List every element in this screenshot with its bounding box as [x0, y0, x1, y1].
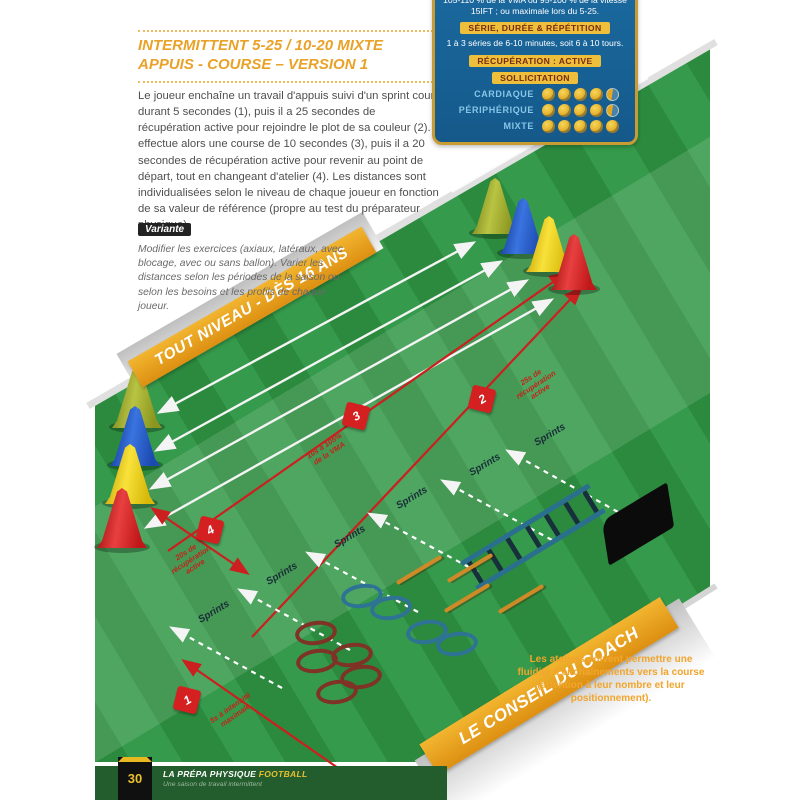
- ball-icon: [542, 103, 555, 117]
- variante-text: Modifier les exercices (axiaux, latéraux…: [138, 244, 343, 312]
- exercise-title-line1: INTERMITTENT 5-25 / 10-20 MIXTE: [138, 37, 384, 54]
- row-label: CARDIAQUE: [474, 89, 534, 100]
- ball-icon: [590, 87, 603, 101]
- intensity-line: 15IFT ; ou maximale lors du 5-25.: [470, 6, 600, 17]
- step-1-number: 1: [180, 692, 194, 708]
- sprint-arrow: [305, 551, 419, 613]
- sollicitation-row-peripherique: PÉRIPHÉRIQUE: [441, 103, 619, 117]
- sprint-arrow: [367, 512, 479, 573]
- ladder-rung: [562, 501, 580, 526]
- row-label: MIXTE: [503, 121, 534, 132]
- route-4-arrow: [150, 507, 250, 575]
- book-title: LA PRÉPA PHYSIQUE FOOTBALL: [163, 769, 307, 779]
- rating-balls: [542, 87, 619, 101]
- ball-icon: [606, 119, 619, 133]
- intensity-clipped-line: 105-110 % de la VMA ou 95-100 % de la vi…: [443, 0, 627, 5]
- step-3-number: 3: [349, 408, 363, 424]
- ball-icon: [574, 103, 587, 117]
- ball-icon: [590, 119, 603, 133]
- route-1-arrow: [181, 659, 339, 769]
- ball-icon: [542, 119, 555, 133]
- step-2-number: 2: [475, 391, 489, 407]
- cone-red-left: [94, 488, 150, 553]
- sprint-arrow: [237, 588, 351, 651]
- variante-block: Variante Modifier les exercices (axiaux,…: [138, 219, 350, 314]
- ladder-rung: [524, 525, 542, 549]
- page-number: 30: [127, 771, 143, 786]
- ball-half-icon: [606, 87, 619, 101]
- serie-chip: SÉRIE, DURÉE & RÉPÉTITION: [460, 22, 610, 35]
- rating-balls: [542, 103, 619, 117]
- exercise-title: INTERMITTENT 5-25 / 10-20 MIXTE APPUIS -…: [138, 30, 441, 83]
- ladder-rung: [486, 548, 504, 573]
- book-subtitle: Une saison de travail intermittent: [163, 781, 262, 788]
- ladder-rung: [505, 537, 523, 561]
- ladder-rung: [543, 513, 561, 537]
- sprint-arrow: [505, 449, 619, 513]
- route-2-arrow: [251, 285, 584, 638]
- book-title-accent: FOOTBALL: [258, 769, 308, 779]
- cone-olive-top: [469, 178, 521, 239]
- sprint-arrow: [440, 479, 553, 541]
- ball-icon: [558, 119, 571, 133]
- serie-text: 1 à 3 séries de 6-10 minutes, soit 6 à 1…: [446, 38, 624, 49]
- ball-icon: [574, 87, 587, 101]
- coach-tip-text: Les ateliers doivent permettre une fluid…: [517, 654, 705, 704]
- row-label: PÉRIPHÉRIQUE: [458, 105, 534, 116]
- page-number-tag: 30: [118, 757, 152, 800]
- variante-chip: Variante: [138, 223, 192, 236]
- cone-red-top: [548, 234, 600, 295]
- ball-icon: [542, 87, 555, 101]
- exercise-description: Le joueur enchaîne un travail d'appuis s…: [138, 90, 439, 231]
- ball-icon: [558, 87, 571, 101]
- sprint-arrow: [169, 626, 283, 689]
- parameters-panel: 105-110 % de la VMA ou 95-100 % de la vi…: [432, 0, 638, 145]
- footer-bar: [95, 766, 447, 800]
- sollicitation-chip: SOLLICITATION: [492, 71, 578, 84]
- ball-icon: [590, 103, 603, 117]
- ball-half-icon: [606, 103, 619, 117]
- rating-balls: [542, 119, 619, 133]
- recuperation-chip: RÉCUPÉRATION : ACTIVE: [469, 54, 601, 67]
- sollicitation-row-cardiaque: CARDIAQUE: [441, 87, 619, 101]
- ball-icon: [574, 119, 587, 133]
- ball-icon: [558, 103, 571, 117]
- book-title-main: LA PRÉPA PHYSIQUE: [163, 769, 257, 779]
- sollicitation-row-mixte: MIXTE: [441, 119, 619, 133]
- exercise-title-line2: APPUIS - COURSE – VERSION 1: [138, 55, 369, 73]
